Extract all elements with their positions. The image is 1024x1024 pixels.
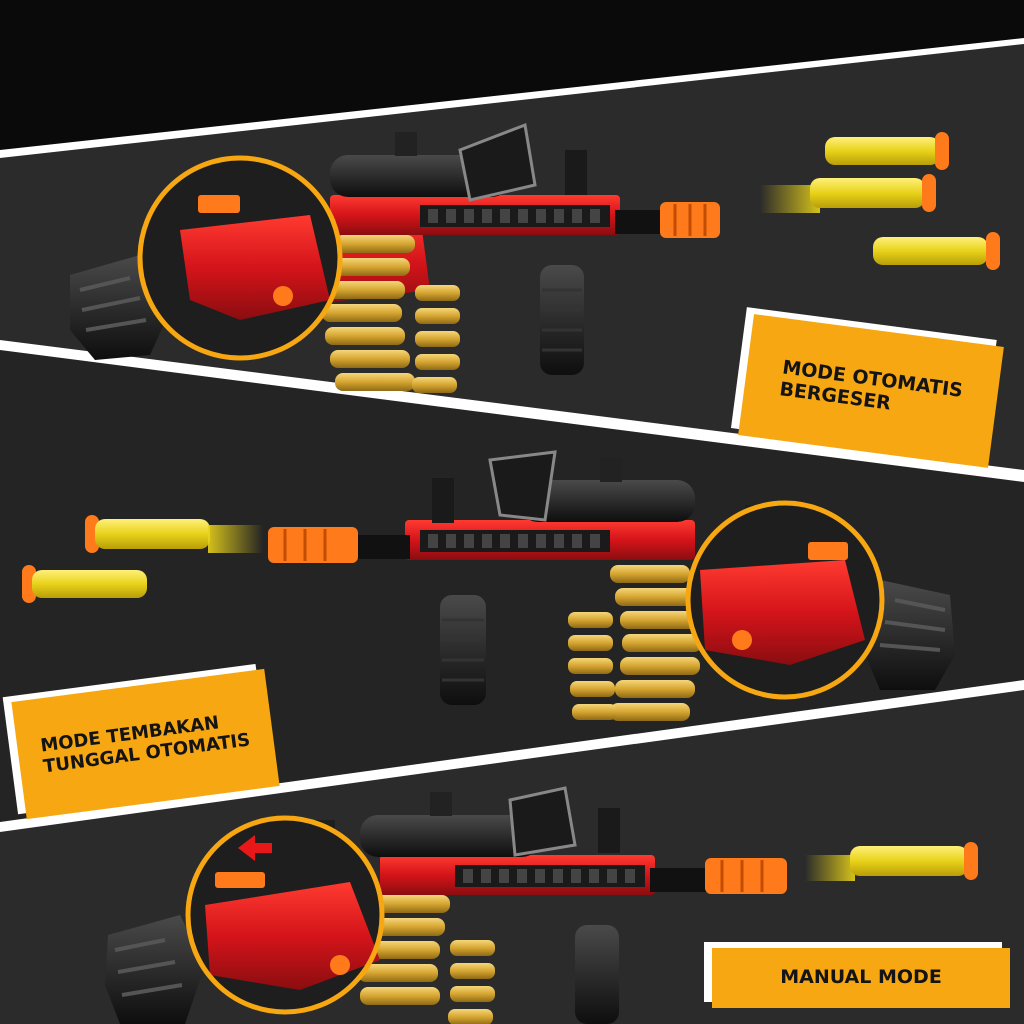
blaster-2 — [22, 450, 955, 721]
mode-label-3: MANUAL MODE — [712, 948, 1010, 1008]
mode-label-2-text: MODE TEMBAKAN TUNGGAL OTOMATIS — [39, 712, 252, 778]
arrow-left-icon — [238, 835, 272, 861]
blaster-3 — [105, 786, 978, 1024]
stripe-2 — [0, 340, 1024, 482]
top-band — [0, 0, 1024, 150]
zoom-circle-2 — [685, 500, 885, 700]
stripe-1 — [0, 38, 1024, 158]
stripe-3 — [0, 680, 1024, 832]
mode-label-1-text: MODE OTOMATIS BERGESER — [778, 356, 964, 415]
mode-label-3-text: MANUAL MODE — [780, 966, 942, 989]
zoom-circle-1 — [137, 155, 343, 361]
zoom-circle-3 — [185, 815, 385, 1015]
